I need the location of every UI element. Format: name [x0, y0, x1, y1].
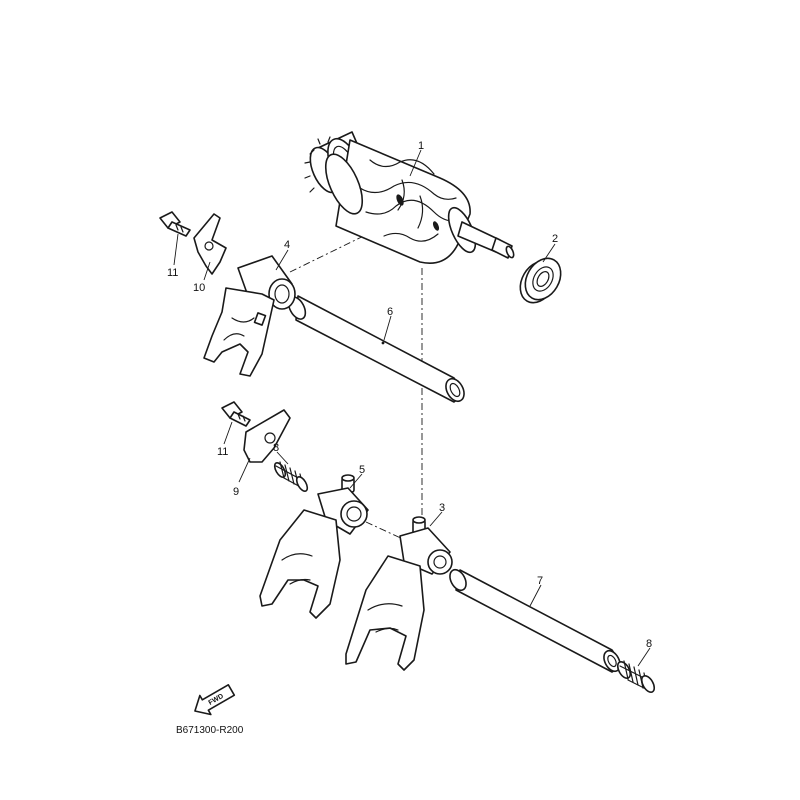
spring-middle [273, 461, 309, 493]
callout-10: 10 [193, 282, 205, 294]
callout-4: 4 [284, 239, 290, 251]
callout-6: 6 [387, 306, 393, 318]
stopper-plate-middle [243, 409, 291, 463]
callout-8-middle: 8 [273, 442, 279, 454]
callout-labels: 1 2 3 4 5 6 7 8 8 9 10 11 11 [167, 140, 652, 650]
callout-11-upper: 11 [167, 267, 178, 279]
callout-2: 2 [552, 233, 558, 245]
callout-7: 7 [537, 575, 543, 587]
callout-8-lower: 8 [646, 638, 652, 650]
drawing-code: B671300-R200 [176, 725, 244, 736]
bolt-upper [159, 211, 191, 237]
shift-fork-lower [345, 516, 453, 671]
shift-drum [304, 131, 515, 264]
callout-5: 5 [359, 464, 365, 476]
leader-lines [173, 149, 651, 667]
stopper-plate-upper [193, 213, 227, 275]
callout-3: 3 [439, 502, 445, 514]
lower-fork-shaft [449, 568, 621, 673]
forward-direction-badge: FWD [194, 684, 236, 716]
callout-1: 1 [418, 140, 424, 152]
assembly-lines [289, 227, 423, 541]
bearing [519, 257, 562, 304]
spring-lower [616, 660, 656, 693]
forward-arrow-icon [194, 684, 236, 716]
callout-11-middle: 11 [217, 446, 228, 458]
shift-fork-middle [259, 474, 369, 619]
upper-fork-shaft [287, 295, 465, 403]
bolt-middle [221, 401, 251, 427]
shift-fork-upper [203, 255, 296, 377]
callout-9: 9 [233, 486, 239, 498]
